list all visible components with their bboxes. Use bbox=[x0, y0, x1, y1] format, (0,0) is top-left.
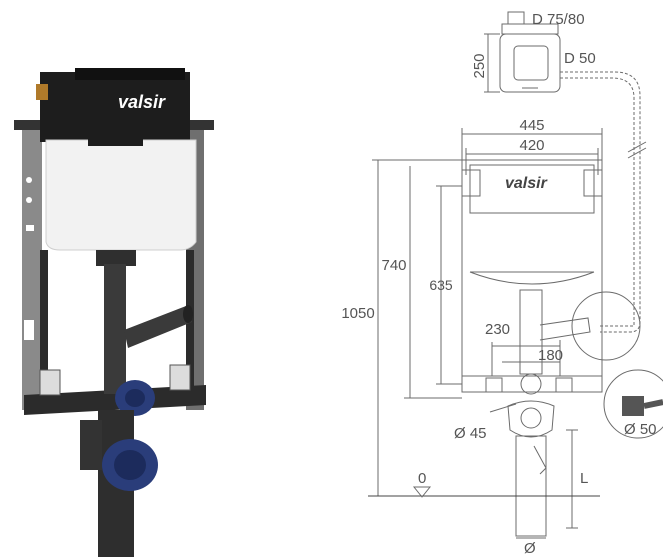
technical-drawing bbox=[368, 11, 663, 539]
flush-plate-button bbox=[513, 45, 549, 81]
base-bracket-right bbox=[555, 377, 573, 393]
flush-pipe-collar bbox=[96, 250, 136, 266]
detail-circle-lower bbox=[603, 369, 663, 439]
clamp-upper-center bbox=[125, 389, 145, 407]
label-height-635: 635 bbox=[429, 277, 453, 293]
frame-foot-right bbox=[169, 364, 191, 391]
floor-marker-icon bbox=[412, 486, 432, 498]
frame-post-left bbox=[22, 120, 42, 410]
pan-connector-bore bbox=[520, 407, 542, 429]
frame-hole bbox=[26, 197, 32, 203]
break-mark bbox=[627, 141, 647, 153]
label-length: L bbox=[580, 470, 588, 487]
drawing-brand-logo: valsir bbox=[505, 175, 548, 192]
frame-branch bbox=[539, 317, 591, 341]
label-inner-width: 420 bbox=[519, 137, 544, 154]
product-photo: valsir bbox=[14, 68, 214, 557]
drain-diameter-leader bbox=[489, 403, 517, 413]
flush-outlet-stub bbox=[507, 11, 525, 25]
frame-foot-left bbox=[39, 369, 61, 396]
flush-box bbox=[40, 72, 190, 142]
drain-pipe-outline bbox=[515, 435, 547, 537]
detail-pipe bbox=[643, 399, 663, 409]
cistern-body bbox=[45, 139, 197, 251]
label-floor-level: 0 bbox=[418, 470, 426, 487]
flush-hose bbox=[560, 71, 641, 333]
frame-slot bbox=[24, 320, 34, 340]
flush-pipe bbox=[104, 264, 126, 394]
label-height-740: 740 bbox=[381, 257, 406, 274]
drain-elbow bbox=[80, 420, 102, 470]
cistern-top-clip bbox=[88, 138, 143, 146]
frame-hole bbox=[26, 177, 32, 183]
label-offset-230: 230 bbox=[485, 321, 510, 338]
drain-connection bbox=[520, 373, 542, 395]
cistern-curve bbox=[469, 271, 595, 285]
valve-fitting bbox=[36, 84, 48, 100]
base-bracket-left bbox=[485, 377, 503, 393]
break-mark bbox=[627, 147, 647, 159]
frame-base bbox=[24, 385, 206, 415]
frame-rail-left bbox=[40, 250, 48, 395]
label-offset-180: 180 bbox=[538, 347, 563, 364]
frame-top-box bbox=[469, 164, 595, 214]
flush-box-lid bbox=[75, 68, 185, 80]
frame-corner-right bbox=[583, 169, 603, 197]
label-height-1050: 1050 bbox=[341, 305, 374, 322]
flush-plate-box bbox=[499, 33, 561, 93]
drain-clip bbox=[533, 445, 547, 475]
brand-logo: valsir bbox=[118, 92, 166, 112]
label-bottom-diameter: Ø bbox=[524, 540, 536, 557]
branch-pipe bbox=[124, 306, 192, 348]
label-drain-diameter: Ø 45 bbox=[454, 425, 487, 442]
label-pipe-diameter: Ø 50 bbox=[624, 421, 657, 438]
label-flush-outlet: D 75/80 bbox=[532, 11, 585, 28]
clamp-lower-center bbox=[114, 450, 146, 480]
label-outer-width: 445 bbox=[519, 117, 544, 134]
label-flush-inlet: D 50 bbox=[564, 50, 596, 67]
frame-base-outline bbox=[461, 375, 603, 393]
frame-corner-left bbox=[461, 169, 481, 197]
flush-hose-inner bbox=[560, 77, 635, 327]
branch-pipe-end bbox=[183, 305, 193, 323]
frame-slot bbox=[26, 225, 34, 231]
pan-connector bbox=[507, 400, 555, 438]
detail-seal bbox=[622, 396, 644, 416]
detail-circle-upper bbox=[571, 291, 641, 361]
label-box-height: 250 bbox=[471, 53, 488, 78]
dimension-labels: D 75/80 D 50 250 445 420 740 635 1050 23… bbox=[341, 11, 656, 557]
